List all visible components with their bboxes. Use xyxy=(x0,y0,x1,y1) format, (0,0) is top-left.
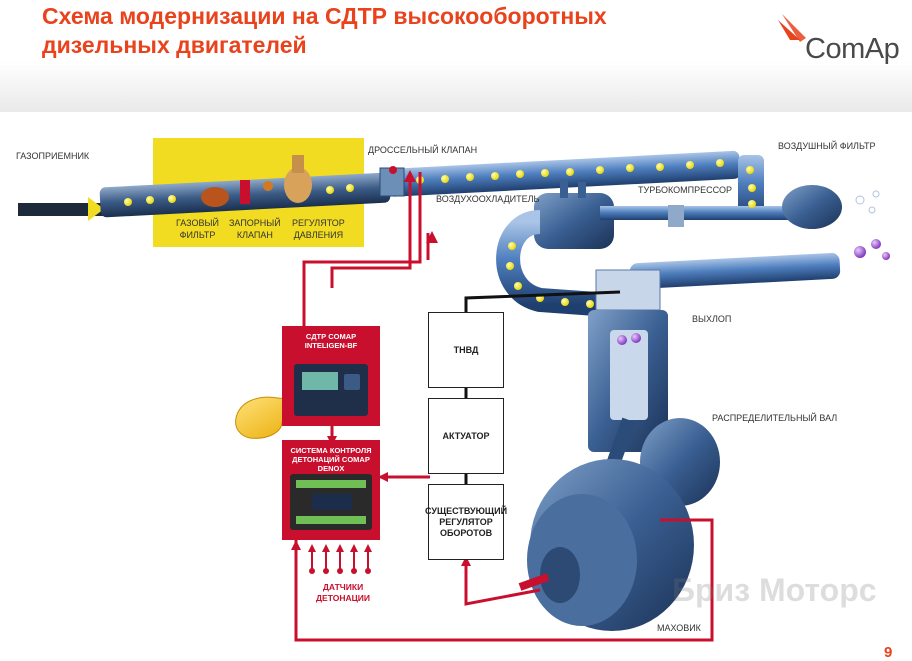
watermark: Бриз Моторс xyxy=(672,572,877,609)
air-filter-body xyxy=(782,185,842,229)
pressure-regulator-top xyxy=(292,155,304,173)
label-flywheel: МАХОВИК xyxy=(657,623,701,633)
shutoff-valve-knob xyxy=(263,181,273,191)
actuator-box: АКТУАТОР xyxy=(428,398,504,474)
label-shutoff-valve: ЗАПОРНЫЙ КЛАПАН xyxy=(229,217,281,241)
label-air-filter: ВОЗДУШНЫЙ ФИЛЬТР xyxy=(778,141,875,151)
knock-device xyxy=(290,474,372,530)
arrow-up-loop-icon xyxy=(291,540,301,550)
controller-title: СДТР COMAP INTELIGEN-BF xyxy=(282,326,380,350)
turbo-compressor xyxy=(668,205,684,227)
knock-panel: СИСТЕМА КОНТРОЛЯ ДЕТОНАЦИЙ COMAP DENOX xyxy=(282,440,380,540)
gas-filter-icon xyxy=(201,187,229,207)
knock-terminals-bottom xyxy=(296,516,366,524)
intercooler-nozzle-2 xyxy=(578,182,586,198)
knock-title: СИСТЕМА КОНТРОЛЯ ДЕТОНАЦИЙ COMAP DENOX xyxy=(282,440,380,473)
label-camshaft: РАСПРЕДЕЛИТЕЛЬНЫЙ ВАЛ xyxy=(712,413,837,423)
controller-panel: СДТР COMAP INTELIGEN-BF xyxy=(282,326,380,426)
label-turbo: ТУРБОКОМПРЕССОР xyxy=(638,185,732,195)
controller-keypad xyxy=(344,374,360,390)
intercooler-nozzle-1 xyxy=(560,180,568,198)
knock-terminals-top xyxy=(296,480,366,488)
label-gas-intake: ГАЗОПРИЕМНИК xyxy=(16,151,89,161)
label-throttle: ДРОССЕЛЬНЫЙ КЛАПАН xyxy=(368,145,477,155)
page-number: 9 xyxy=(884,644,892,661)
piston xyxy=(610,330,648,420)
intercooler-body xyxy=(534,193,614,249)
label-gas-filter: ГАЗОВЫЙ ФИЛЬТР xyxy=(176,217,219,241)
shutoff-valve-icon xyxy=(240,180,250,204)
label-exhaust: ВЫХЛОП xyxy=(692,314,731,324)
label-intercooler: ВОЗДУХООХЛАДИТЕЛЬ xyxy=(436,194,539,204)
throttle-actuator-dot xyxy=(389,166,397,174)
controller-device xyxy=(294,364,368,416)
label-pressure-regulator: РЕГУЛЯТОР ДАВЛЕНИЯ xyxy=(292,217,345,241)
cylinder-head xyxy=(596,270,660,310)
knock-module xyxy=(312,494,352,510)
exhaust-pipe xyxy=(629,253,840,290)
governor-box: СУЩЕСТВУЮЩИЙ РЕГУЛЯТОР ОБОРОТОВ xyxy=(428,484,504,560)
knock-sensors-label: ДАТЧИКИ ДЕТОНАЦИИ xyxy=(316,582,370,604)
turbo-shaft-pipe xyxy=(600,206,790,220)
controller-screen xyxy=(302,372,338,390)
tnvd-box: ТНВД xyxy=(428,312,504,388)
